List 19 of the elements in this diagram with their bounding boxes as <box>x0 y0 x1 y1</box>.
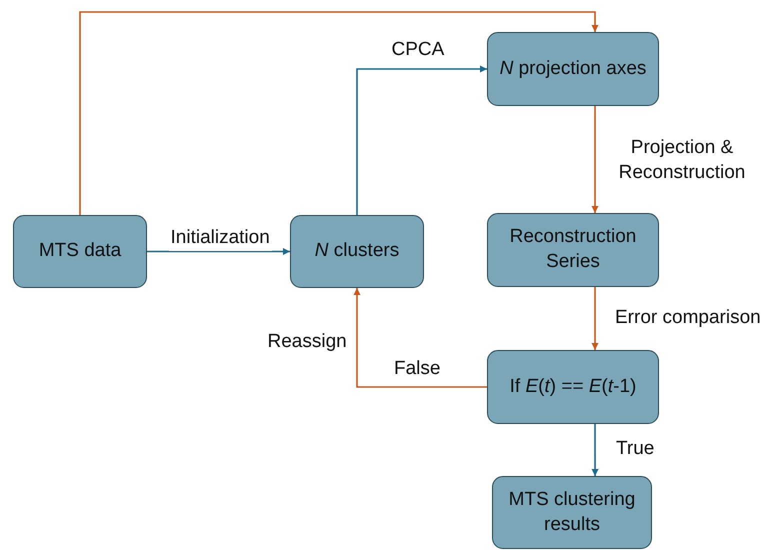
node-text: MTS clustering results <box>508 488 636 536</box>
arrow <box>147 248 290 255</box>
arrow <box>592 287 599 350</box>
node-text: N projection axes <box>500 56 646 81</box>
process-box <box>13 215 147 288</box>
arrow <box>356 66 487 215</box>
arrow <box>592 106 599 213</box>
node-text: MTS data <box>38 239 122 264</box>
process-box <box>487 350 659 424</box>
process-box <box>487 213 659 287</box>
node-text: If E(t) == E(t-1) <box>510 374 636 399</box>
arrow <box>592 424 599 476</box>
process-box <box>290 215 424 288</box>
node-text: Reconstruction Series <box>508 225 638 274</box>
arrow <box>354 288 487 388</box>
node-text: N clusters <box>314 239 400 264</box>
process-box <box>492 476 652 549</box>
process-box <box>487 32 659 106</box>
arrow <box>79 11 599 215</box>
